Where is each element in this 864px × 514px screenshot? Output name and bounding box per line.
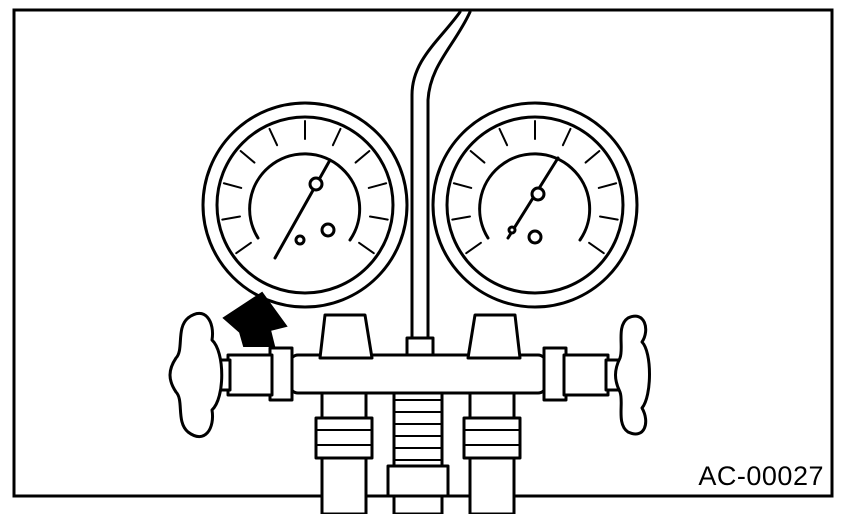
center-tube	[405, 10, 472, 358]
bottom-hoses	[314, 386, 522, 514]
low-pressure-gauge	[201, 101, 409, 309]
high-pressure-gauge	[431, 101, 639, 309]
figure-code-label: AC-00027	[698, 461, 824, 491]
right-valve-knob	[542, 314, 651, 436]
left-valve-knob	[168, 311, 294, 439]
manifold-body	[288, 313, 548, 395]
arrow-indicator	[222, 291, 288, 347]
